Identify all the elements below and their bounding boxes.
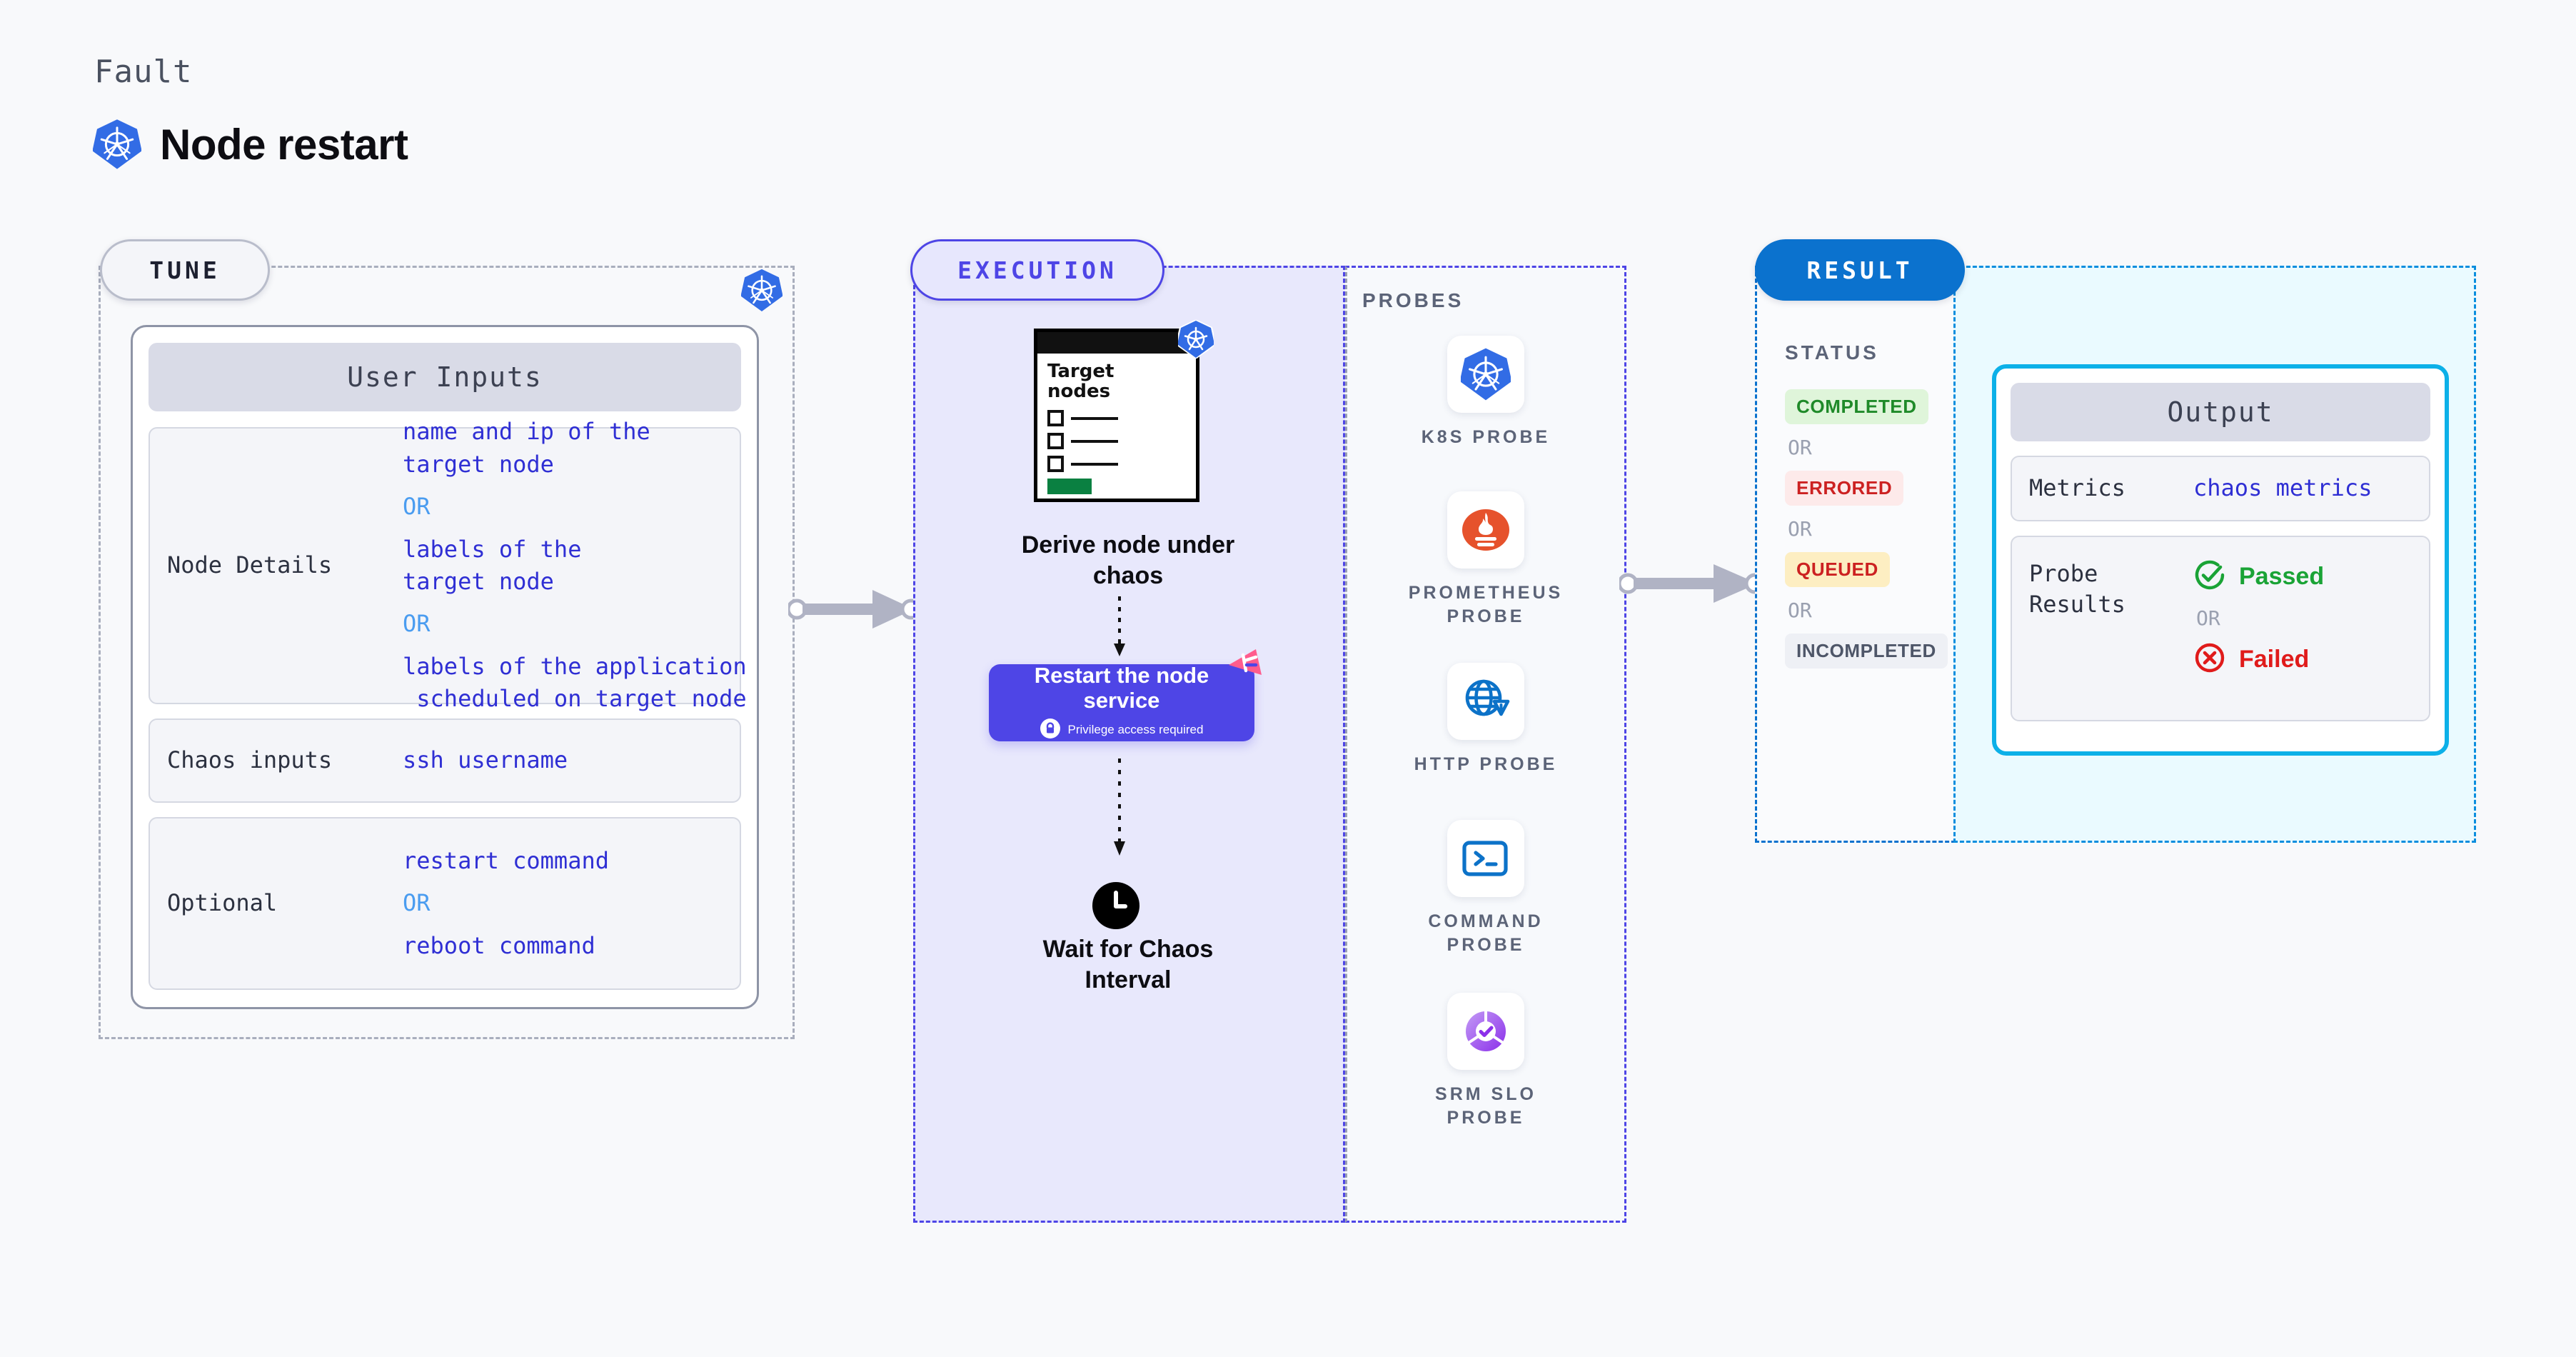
probes-panel-region (1345, 266, 1626, 1223)
output-row-value: chaos metrics (2193, 474, 2373, 502)
input-value: restart command (403, 846, 609, 874)
probe-item-srm-slo[interactable]: SRM SLO PROBE (1364, 993, 1607, 1129)
input-value: labels of the target node (403, 535, 582, 595)
list-line (1071, 462, 1118, 466)
page-title: Node restart (160, 120, 408, 169)
output-row-metrics: Metrics chaos metrics (2011, 456, 2430, 521)
kubernetes-icon (741, 268, 783, 313)
target-nodes-body: Target nodes (1037, 354, 1196, 503)
flow-arrow-down-1 (1109, 596, 1130, 659)
target-node-list-item (1047, 433, 1186, 450)
globe-warning-icon (1447, 663, 1524, 740)
connector-execution-to-result (1619, 559, 1769, 609)
checkbox-icon (1047, 410, 1064, 427)
x-circle-icon (2193, 641, 2226, 678)
list-line (1071, 439, 1118, 443)
probes-section-label: PROBES (1362, 289, 1464, 311)
green-status-bar (1047, 479, 1092, 495)
check-circle-icon (2193, 559, 2226, 595)
user-inputs-card: User Inputs Node Details name and ip of … (131, 325, 759, 1009)
status-badge: COMPLETED (1785, 389, 1928, 424)
privilege-note: Privilege access required (1040, 718, 1204, 742)
restart-node-service-title: Restart the node service (1034, 663, 1209, 713)
output-row-key: Metrics (2029, 474, 2125, 502)
status-list: COMPLETED OR ERRORED OR QUEUED OR INCOMP… (1785, 389, 1949, 669)
fault-title-row: Node restart (93, 118, 408, 171)
or-separator: OR (403, 610, 431, 638)
kubernetes-icon (93, 118, 141, 171)
kubernetes-icon (1178, 320, 1214, 359)
or-separator: OR (403, 889, 431, 917)
input-value: name and ip of the target node (403, 418, 650, 478)
input-row-key: Chaos inputs (167, 746, 333, 774)
or-separator: OR (2196, 606, 2220, 630)
status-badge: QUEUED (1785, 552, 1890, 587)
target-nodes-card: Target nodes (1034, 329, 1199, 502)
probe-label: COMMAND PROBE (1428, 911, 1544, 955)
input-row-key: Optional (167, 889, 278, 917)
probe-label: K8S PROBE (1421, 427, 1551, 447)
target-node-list-item (1047, 456, 1186, 473)
result-panel-tag: RESULT (1755, 239, 1965, 301)
input-row-node-details: Node Details name and ip of the target n… (149, 418, 747, 712)
probe-item-command[interactable]: COMMAND PROBE (1364, 820, 1607, 956)
probe-label: PROMETHEUS PROBE (1408, 583, 1564, 626)
input-value: reboot command (403, 931, 595, 959)
terminal-icon (1447, 820, 1524, 897)
kubernetes-icon (1447, 336, 1524, 413)
probe-result-values: Passed OR Failed (2193, 559, 2324, 678)
input-value: labels of the application scheduled on t… (403, 652, 747, 713)
clock-icon (1092, 882, 1139, 933)
output-card: Output Metrics chaos metrics Probe Resul… (1992, 364, 2449, 756)
connector-tune-to-execution (788, 584, 924, 634)
target-nodes-titlebar (1037, 332, 1196, 354)
execution-panel-tag: EXECUTION (910, 239, 1164, 301)
srm-slo-icon (1447, 993, 1524, 1070)
litmus-chaos-icon (1224, 646, 1266, 691)
output-row-key: Probe Results (2029, 560, 2125, 619)
tune-panel-tag: TUNE (100, 239, 270, 301)
restart-node-service-step: Restart the node service Privilege acces… (989, 664, 1254, 741)
prometheus-icon (1447, 491, 1524, 569)
probe-result-pass-label: Passed (2239, 563, 2325, 590)
input-row-values: ssh username (403, 744, 568, 776)
status-badge: ERRORED (1785, 471, 1904, 506)
probe-label: HTTP PROBE (1414, 754, 1558, 774)
probe-result-fail-label: Failed (2239, 646, 2310, 673)
probe-result-fail: Failed (2193, 641, 2324, 678)
input-value: ssh username (403, 746, 568, 774)
user-inputs-header: User Inputs (149, 343, 741, 411)
flow-arrow-down-2 (1109, 758, 1130, 858)
input-row-optional: Optional restart command OR reboot comma… (149, 817, 741, 990)
list-line (1071, 416, 1118, 420)
input-row-key: Node Details (167, 551, 333, 579)
probe-label: SRM SLO PROBE (1435, 1084, 1536, 1128)
or-separator: OR (1788, 599, 1812, 622)
target-nodes-title: Target nodes (1047, 361, 1115, 402)
wait-for-chaos-interval-label: Wait for Chaos Interval (1042, 936, 1214, 993)
or-separator: OR (1788, 517, 1812, 541)
status-section-label: STATUS (1785, 341, 1879, 364)
or-separator: OR (403, 493, 431, 521)
input-row-chaos-inputs: Chaos inputs ssh username (149, 718, 741, 803)
or-separator: OR (1788, 436, 1812, 459)
status-badge: INCOMPLETED (1785, 634, 1948, 669)
checkbox-icon (1047, 433, 1064, 450)
input-row-values: restart command OR reboot command (403, 845, 609, 962)
target-node-list-item (1047, 410, 1186, 427)
checkbox-icon (1047, 456, 1064, 473)
output-header: Output (2011, 383, 2430, 441)
tune-panel-region (99, 266, 795, 1039)
probe-item-prometheus[interactable]: PROMETHEUS PROBE (1364, 491, 1607, 628)
input-row-values: name and ip of the target node OR labels… (403, 416, 747, 716)
probe-item-http[interactable]: HTTP PROBE (1364, 663, 1607, 776)
lock-icon (1040, 718, 1060, 742)
output-row-probe-results: Probe Results Passed OR (2011, 536, 2430, 721)
probe-result-pass: Passed (2193, 559, 2324, 595)
probe-item-k8s[interactable]: K8S PROBE (1364, 336, 1607, 449)
fault-eyebrow-label: Fault (94, 54, 193, 90)
privilege-note-text: Privilege access required (1067, 723, 1204, 737)
derive-node-under-chaos-label: Derive node under chaos (1021, 531, 1235, 589)
